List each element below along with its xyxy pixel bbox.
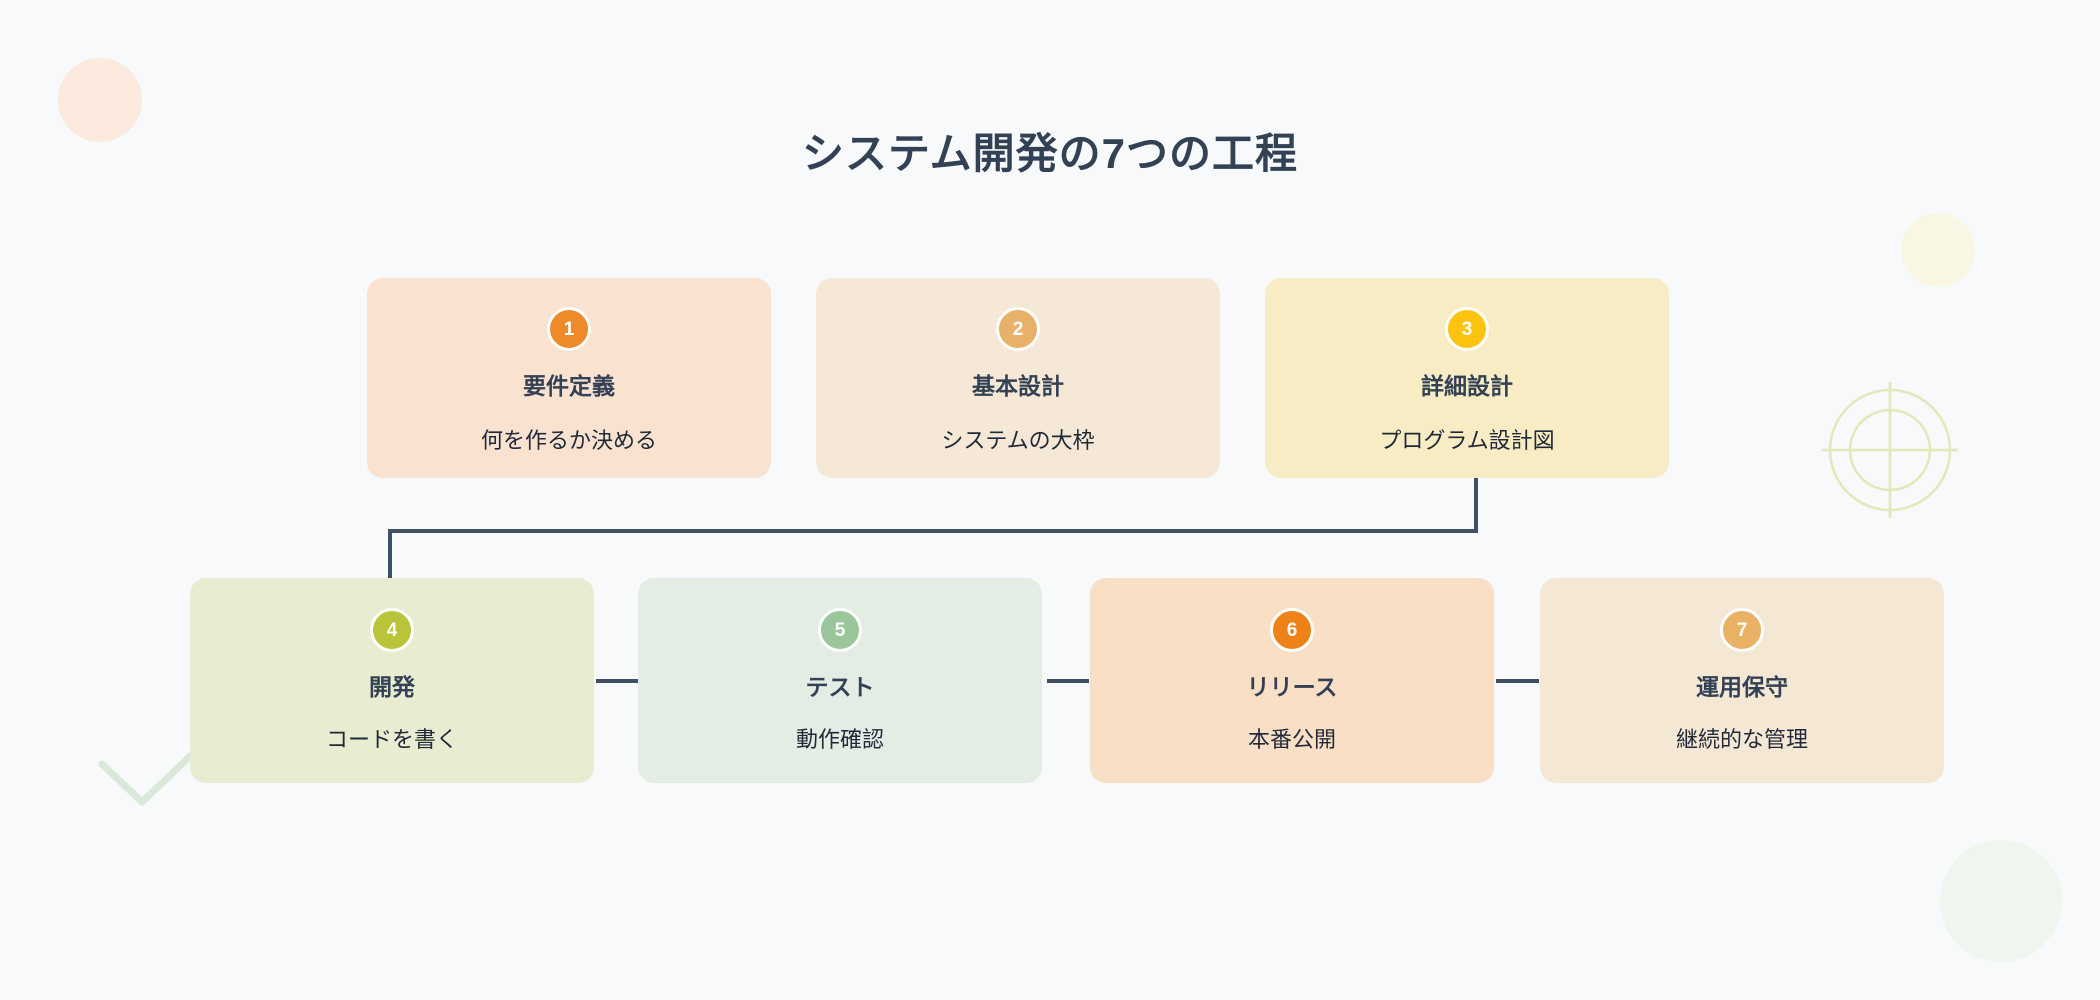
- step-title-1: 要件定義: [523, 373, 615, 399]
- step-badge-2: 2: [996, 307, 1040, 351]
- step-title-5: テスト: [805, 674, 875, 700]
- step-card-5[interactable]: 5 テスト 動作確認: [638, 578, 1042, 783]
- step-badge-3: 3: [1445, 307, 1489, 351]
- step-badge-5: 5: [818, 608, 862, 652]
- step-title-6: リリース: [1246, 674, 1338, 700]
- step-card-1[interactable]: 1 要件定義 何を作るか決める: [367, 278, 771, 478]
- step-desc-6: 本番公開: [1247, 727, 1336, 752]
- step-title-7: 運用保守: [1696, 674, 1788, 700]
- step-desc-4: コードを書く: [325, 727, 458, 752]
- step-title-2: 基本設計: [972, 373, 1064, 399]
- step-desc-5: 動作確認: [795, 727, 884, 752]
- step-desc-2: システムの大枠: [941, 428, 1095, 453]
- step-card-3[interactable]: 3 詳細設計 プログラム設計図: [1265, 278, 1669, 478]
- step-title-4: 開発: [369, 674, 415, 700]
- step-badge-4: 4: [370, 608, 414, 652]
- connector-3-to-4: [388, 478, 1478, 578]
- step-card-2[interactable]: 2 基本設計 システムの大枠: [816, 278, 1220, 478]
- step-desc-1: 何を作るか決める: [480, 428, 657, 453]
- step-card-7[interactable]: 7 運用保守 継続的な管理: [1540, 578, 1944, 783]
- step-card-4[interactable]: 4 開発 コードを書く: [190, 578, 594, 783]
- step-card-6[interactable]: 6 リリース 本番公開: [1090, 578, 1494, 783]
- step-desc-3: プログラム設計図: [1379, 428, 1555, 453]
- step-title-3: 詳細設計: [1421, 373, 1513, 399]
- step-badge-1: 1: [547, 307, 591, 351]
- page-title: システム開発の7つの工程: [801, 130, 1299, 177]
- step-badge-6: 6: [1270, 608, 1314, 652]
- step-badge-7: 7: [1720, 608, 1764, 652]
- step-desc-7: 継続的な管理: [1675, 727, 1808, 752]
